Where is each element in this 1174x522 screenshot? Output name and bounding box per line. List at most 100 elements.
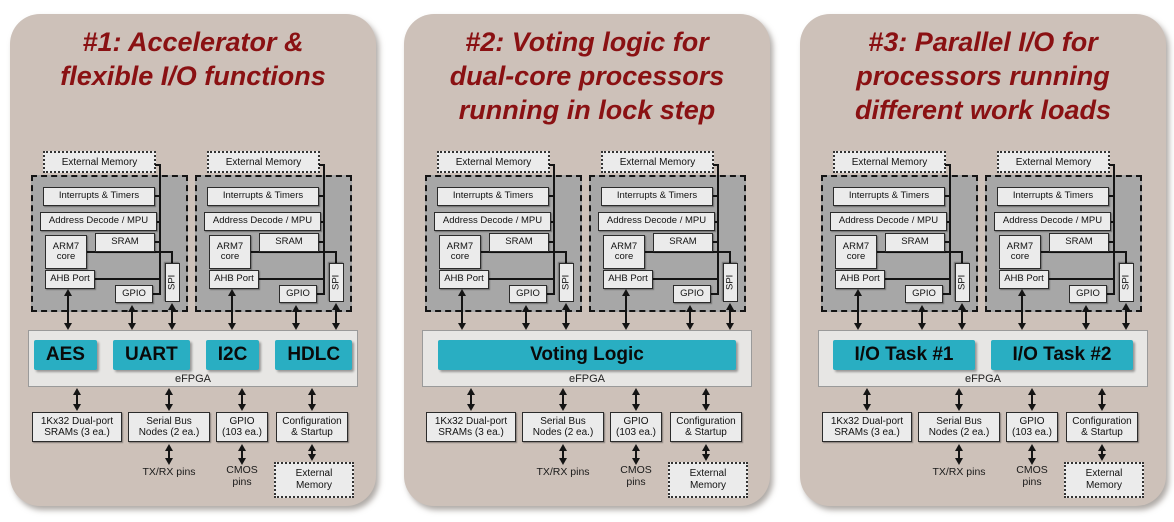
connector-line	[651, 278, 719, 280]
connector-line	[319, 221, 325, 223]
gpio-efpga-arrow	[292, 305, 300, 330]
connector-line	[1109, 164, 1115, 166]
external-memory-top-box: External Memory	[207, 151, 320, 173]
connector-line	[1125, 251, 1127, 263]
connector-line	[961, 251, 963, 263]
gpio-box: GPIO	[673, 285, 711, 303]
gpio-efpga-arrow	[686, 305, 694, 330]
processor-subsystem-block: Interrupts & Timers Address Decode / MPU…	[425, 164, 582, 312]
external-memory-top-box: External Memory	[833, 151, 946, 173]
connector-line	[1040, 251, 1127, 253]
arm7-core-box: ARM7 core	[45, 235, 87, 269]
processor-subsystem-block: Interrupts & Timers Address Decode / MPU…	[985, 164, 1142, 312]
io-box-serial-bus: Serial Bus Nodes (2 ea.)	[522, 412, 604, 442]
efpga-gpio-arrow	[238, 388, 246, 411]
connector-line	[711, 195, 719, 197]
connector-line	[151, 293, 161, 295]
gpio-efpga-arrow	[918, 305, 926, 330]
processor-subsystem-block: Interrupts & Timers Address Decode / MPU…	[195, 164, 352, 312]
config-extmem-arrow	[702, 444, 710, 461]
efpga-config-arrow	[702, 388, 710, 411]
io-box-config: Configuration & Startup	[670, 412, 742, 442]
efpga-label: eFPGA	[174, 373, 212, 385]
address-decode-mpu-box: Address Decode / MPU	[830, 212, 947, 231]
connector-line	[171, 251, 173, 263]
io-box-srams: 1Kx32 Dual-port SRAMs (3 ea.)	[822, 412, 912, 442]
efpga-gpio-arrow	[1028, 388, 1036, 411]
gpio-box: GPIO	[509, 285, 547, 303]
spi-box: SPI	[559, 263, 574, 302]
efpga-block-aes: AES	[33, 340, 97, 370]
processor-subsystem-block: Interrupts & Timers Address Decode / MPU…	[821, 164, 978, 312]
serial-txrx-arrow	[955, 444, 963, 465]
arm7-core-box: ARM7 core	[209, 235, 251, 269]
arm7-core-box: ARM7 core	[999, 235, 1041, 269]
connector-line	[945, 164, 951, 166]
io-box-gpio: GPIO (103 ea.)	[1006, 412, 1058, 442]
connector-line	[729, 251, 731, 263]
cmos-pins-label: CMOS pins	[1016, 464, 1048, 489]
ahb-efpga-arrow	[458, 289, 466, 330]
address-decode-mpu-box: Address Decode / MPU	[994, 212, 1111, 231]
connector-line	[713, 221, 719, 223]
connector-line	[335, 251, 337, 263]
io-box-srams: 1Kx32 Dual-port SRAMs (3 ea.)	[32, 412, 122, 442]
external-memory-bottom-box: External Memory	[668, 462, 748, 498]
io-box-srams: 1Kx32 Dual-port SRAMs (3 ea.)	[426, 412, 516, 442]
panel-title: #2: Voting logic for dual-core processor…	[449, 27, 725, 125]
efpga-blocks-row: Voting Logic	[423, 340, 751, 370]
gpio-cmos-arrow	[238, 444, 246, 465]
connector-line	[713, 164, 719, 166]
spi-box: SPI	[165, 263, 180, 302]
gpio-box: GPIO	[279, 285, 317, 303]
efpga-blocks-row: AES UART I2C HDLC	[29, 340, 357, 370]
external-memory-top-box: External Memory	[997, 151, 1110, 173]
io-box-gpio: GPIO (103 ea.)	[610, 412, 662, 442]
address-decode-mpu-box: Address Decode / MPU	[434, 212, 551, 231]
connector-line	[86, 251, 173, 253]
connector-line	[709, 293, 719, 295]
ahb-efpga-arrow	[854, 289, 862, 330]
external-memory-bottom-box: External Memory	[274, 462, 354, 498]
efpga-block-i2c: I2C	[205, 340, 260, 370]
processor-subsystem-block: Interrupts & Timers Address Decode / MPU…	[589, 164, 746, 312]
txrx-pins-label: TX/RX pins	[142, 466, 196, 478]
gpio-efpga-arrow	[522, 305, 530, 330]
panel-2-voting-logic: #2: Voting logic for dual-core processor…	[404, 14, 770, 506]
ahb-port-box: AHB Port	[45, 270, 95, 289]
gpio-box: GPIO	[115, 285, 153, 303]
panel-title: #1: Accelerator & flexible I/O functions	[60, 27, 326, 91]
sram-box: SRAM	[95, 233, 155, 252]
panel-3-parallel-io: #3: Parallel I/O for processors running …	[800, 14, 1166, 506]
connector-line	[549, 164, 555, 166]
memory-bus-line	[717, 164, 719, 295]
efpga-gpio-arrow	[632, 388, 640, 411]
ahb-port-box: AHB Port	[835, 270, 885, 289]
efpga-block-uart: UART	[112, 340, 190, 370]
sram-box: SRAM	[259, 233, 319, 252]
arm7-core-box: ARM7 core	[603, 235, 645, 269]
connector-line	[317, 241, 325, 243]
io-box-config: Configuration & Startup	[276, 412, 348, 442]
connector-line	[883, 278, 951, 280]
external-memory-top-box: External Memory	[43, 151, 156, 173]
efpga-config-arrow	[308, 388, 316, 411]
connector-line	[711, 241, 719, 243]
io-box-config: Configuration & Startup	[1066, 412, 1138, 442]
connector-line	[317, 195, 325, 197]
connector-line	[941, 293, 951, 295]
processor-subsystem-block: Interrupts & Timers Address Decode / MPU…	[31, 164, 188, 312]
arm7-core-box: ARM7 core	[439, 235, 481, 269]
ahb-efpga-arrow	[622, 289, 630, 330]
gpio-cmos-arrow	[632, 444, 640, 465]
ahb-port-box: AHB Port	[603, 270, 653, 289]
efpga-block-hdlc: HDLC	[275, 340, 353, 370]
ahb-port-box: AHB Port	[999, 270, 1049, 289]
memory-bus-line	[553, 164, 555, 295]
efpga-srams-arrow	[73, 388, 81, 411]
efpga-block-voting-logic: Voting Logic	[438, 340, 736, 370]
serial-txrx-arrow	[559, 444, 567, 465]
gpio-box: GPIO	[1069, 285, 1107, 303]
connector-line	[876, 251, 963, 253]
efpga-label: eFPGA	[964, 373, 1002, 385]
